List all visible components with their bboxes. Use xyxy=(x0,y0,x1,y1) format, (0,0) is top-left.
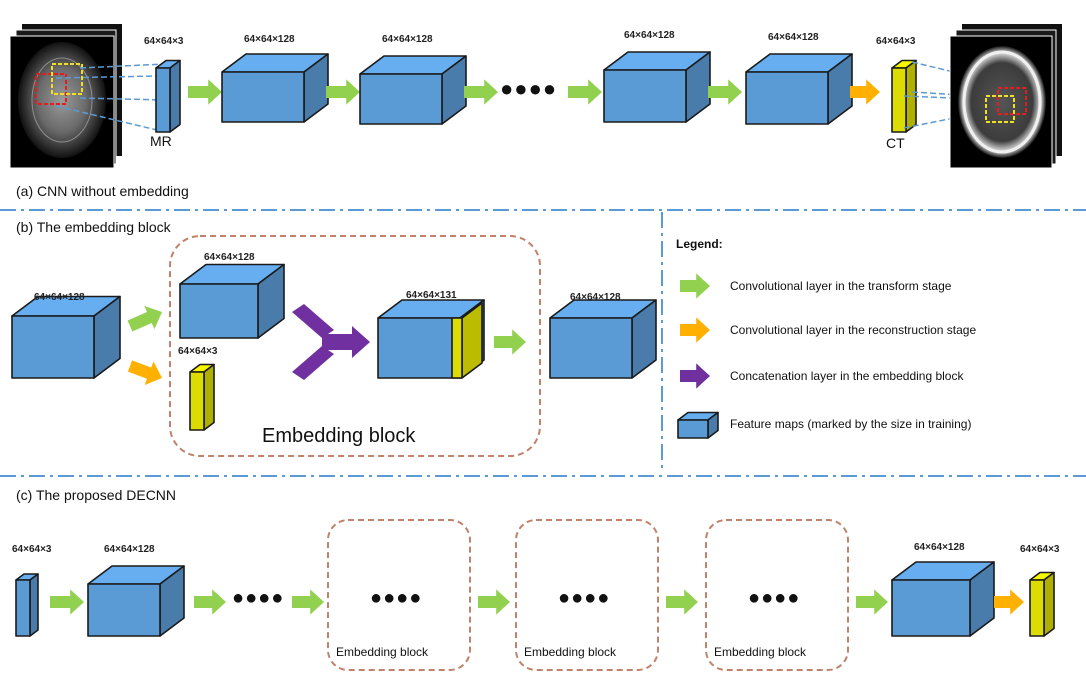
legend: Legend: Convolutional layer in the trans… xyxy=(676,237,976,439)
mr-image-stack xyxy=(9,24,122,169)
mr-projection-lines xyxy=(55,63,166,131)
transform-arrow xyxy=(666,589,698,615)
feature-map-input-thin xyxy=(15,573,39,637)
reconstruction-arrow xyxy=(127,360,162,385)
section-b: (b) The embedding block 64×64×128 64×64×… xyxy=(11,212,976,470)
legend-label: Feature maps (marked by the size in trai… xyxy=(730,417,971,431)
section-b-title: (b) The embedding block xyxy=(16,219,172,235)
section-c: (c) The proposed DECNN 64×64×3 64×64×128… xyxy=(12,487,1060,671)
transform-arrow xyxy=(326,79,360,105)
size-label: 64×64×3 xyxy=(12,544,52,555)
size-label: 64×64×128 xyxy=(104,544,155,555)
transform-arrow xyxy=(478,589,510,615)
embedding-block-label: Embedding block xyxy=(262,425,416,447)
size-label: 64×64×128 xyxy=(624,30,675,41)
feature-map xyxy=(359,55,467,125)
size-label: 64×64×128 xyxy=(34,292,85,303)
size-label: 64×64×3 xyxy=(1020,544,1060,555)
purple-arrow-icon xyxy=(680,363,710,389)
ellipsis-dots: ●●●● xyxy=(370,587,422,609)
ellipsis-dots: ●●●● xyxy=(558,587,610,609)
feature-map xyxy=(87,565,185,637)
size-label: 64×64×128 xyxy=(914,542,965,553)
transform-arrow xyxy=(292,589,324,615)
section-a: 64×64×3 MR 64×64×128 64×64×128 ●●●● 64×6… xyxy=(9,24,1062,199)
cube-icon xyxy=(677,411,719,439)
feature-map xyxy=(603,51,711,123)
legend-label: Concatenation layer in the embedding blo… xyxy=(730,369,964,383)
transform-arrow xyxy=(188,79,222,105)
transform-arrow xyxy=(494,329,526,355)
feature-map-concatenated xyxy=(377,299,485,379)
size-label: 64×64×3 xyxy=(144,36,184,47)
feature-map-output-yellow xyxy=(1029,571,1055,637)
embedding-block-label: Embedding block xyxy=(336,645,429,659)
ellipsis-dots: ●●●● xyxy=(232,587,284,609)
size-label: 64×64×3 xyxy=(876,36,916,47)
section-a-title: (a) CNN without embedding xyxy=(16,183,189,199)
section-c-title: (c) The proposed DECNN xyxy=(16,487,176,503)
legend-label: Convolutional layer in the reconstructio… xyxy=(730,323,976,337)
embedding-block-label: Embedding block xyxy=(714,645,807,659)
size-label: 64×64×3 xyxy=(178,346,218,357)
size-label: 64×64×128 xyxy=(570,292,621,303)
size-label: 64×64×128 xyxy=(244,34,295,45)
embedding-block-label: Embedding block xyxy=(524,645,617,659)
mr-label: MR xyxy=(150,133,172,149)
ellipsis-dots: ●●●● xyxy=(500,76,557,101)
feature-map xyxy=(221,53,329,123)
transform-arrow xyxy=(708,79,742,105)
feature-map-yellow xyxy=(189,363,215,431)
transform-arrow xyxy=(464,79,498,105)
feature-map xyxy=(11,295,121,379)
transform-arrow xyxy=(194,589,226,615)
size-label: 64×64×128 xyxy=(382,34,433,45)
transform-arrow xyxy=(568,79,602,105)
embedding-block-frame xyxy=(515,519,659,671)
embedding-block-frame xyxy=(169,235,541,457)
ct-label: CT xyxy=(886,135,905,151)
orange-arrow-icon xyxy=(680,317,710,343)
feature-map xyxy=(179,263,285,339)
transform-arrow xyxy=(50,589,84,615)
ellipsis-dots: ●●●● xyxy=(748,587,800,609)
feature-map-input-thin xyxy=(155,59,181,133)
green-arrow-icon xyxy=(680,273,710,299)
feature-map-output-yellow xyxy=(891,59,917,133)
embedding-block-frame xyxy=(327,519,471,671)
embedding-block-frame xyxy=(705,519,849,671)
legend-label: Convolutional layer in the transform sta… xyxy=(730,279,952,293)
legend-title: Legend: xyxy=(676,237,723,251)
feature-map xyxy=(891,561,995,637)
size-label: 64×64×128 xyxy=(768,32,819,43)
size-label: 64×64×128 xyxy=(204,252,255,263)
transform-arrow xyxy=(127,305,162,332)
feature-map xyxy=(549,299,657,379)
reconstruction-arrow xyxy=(994,589,1024,615)
ct-image-stack xyxy=(949,24,1062,169)
size-label: 64×64×131 xyxy=(406,290,457,301)
reconstruction-arrow xyxy=(850,79,880,105)
feature-map xyxy=(745,53,853,125)
concatenation-arrow xyxy=(292,304,370,380)
transform-arrow xyxy=(856,589,888,615)
